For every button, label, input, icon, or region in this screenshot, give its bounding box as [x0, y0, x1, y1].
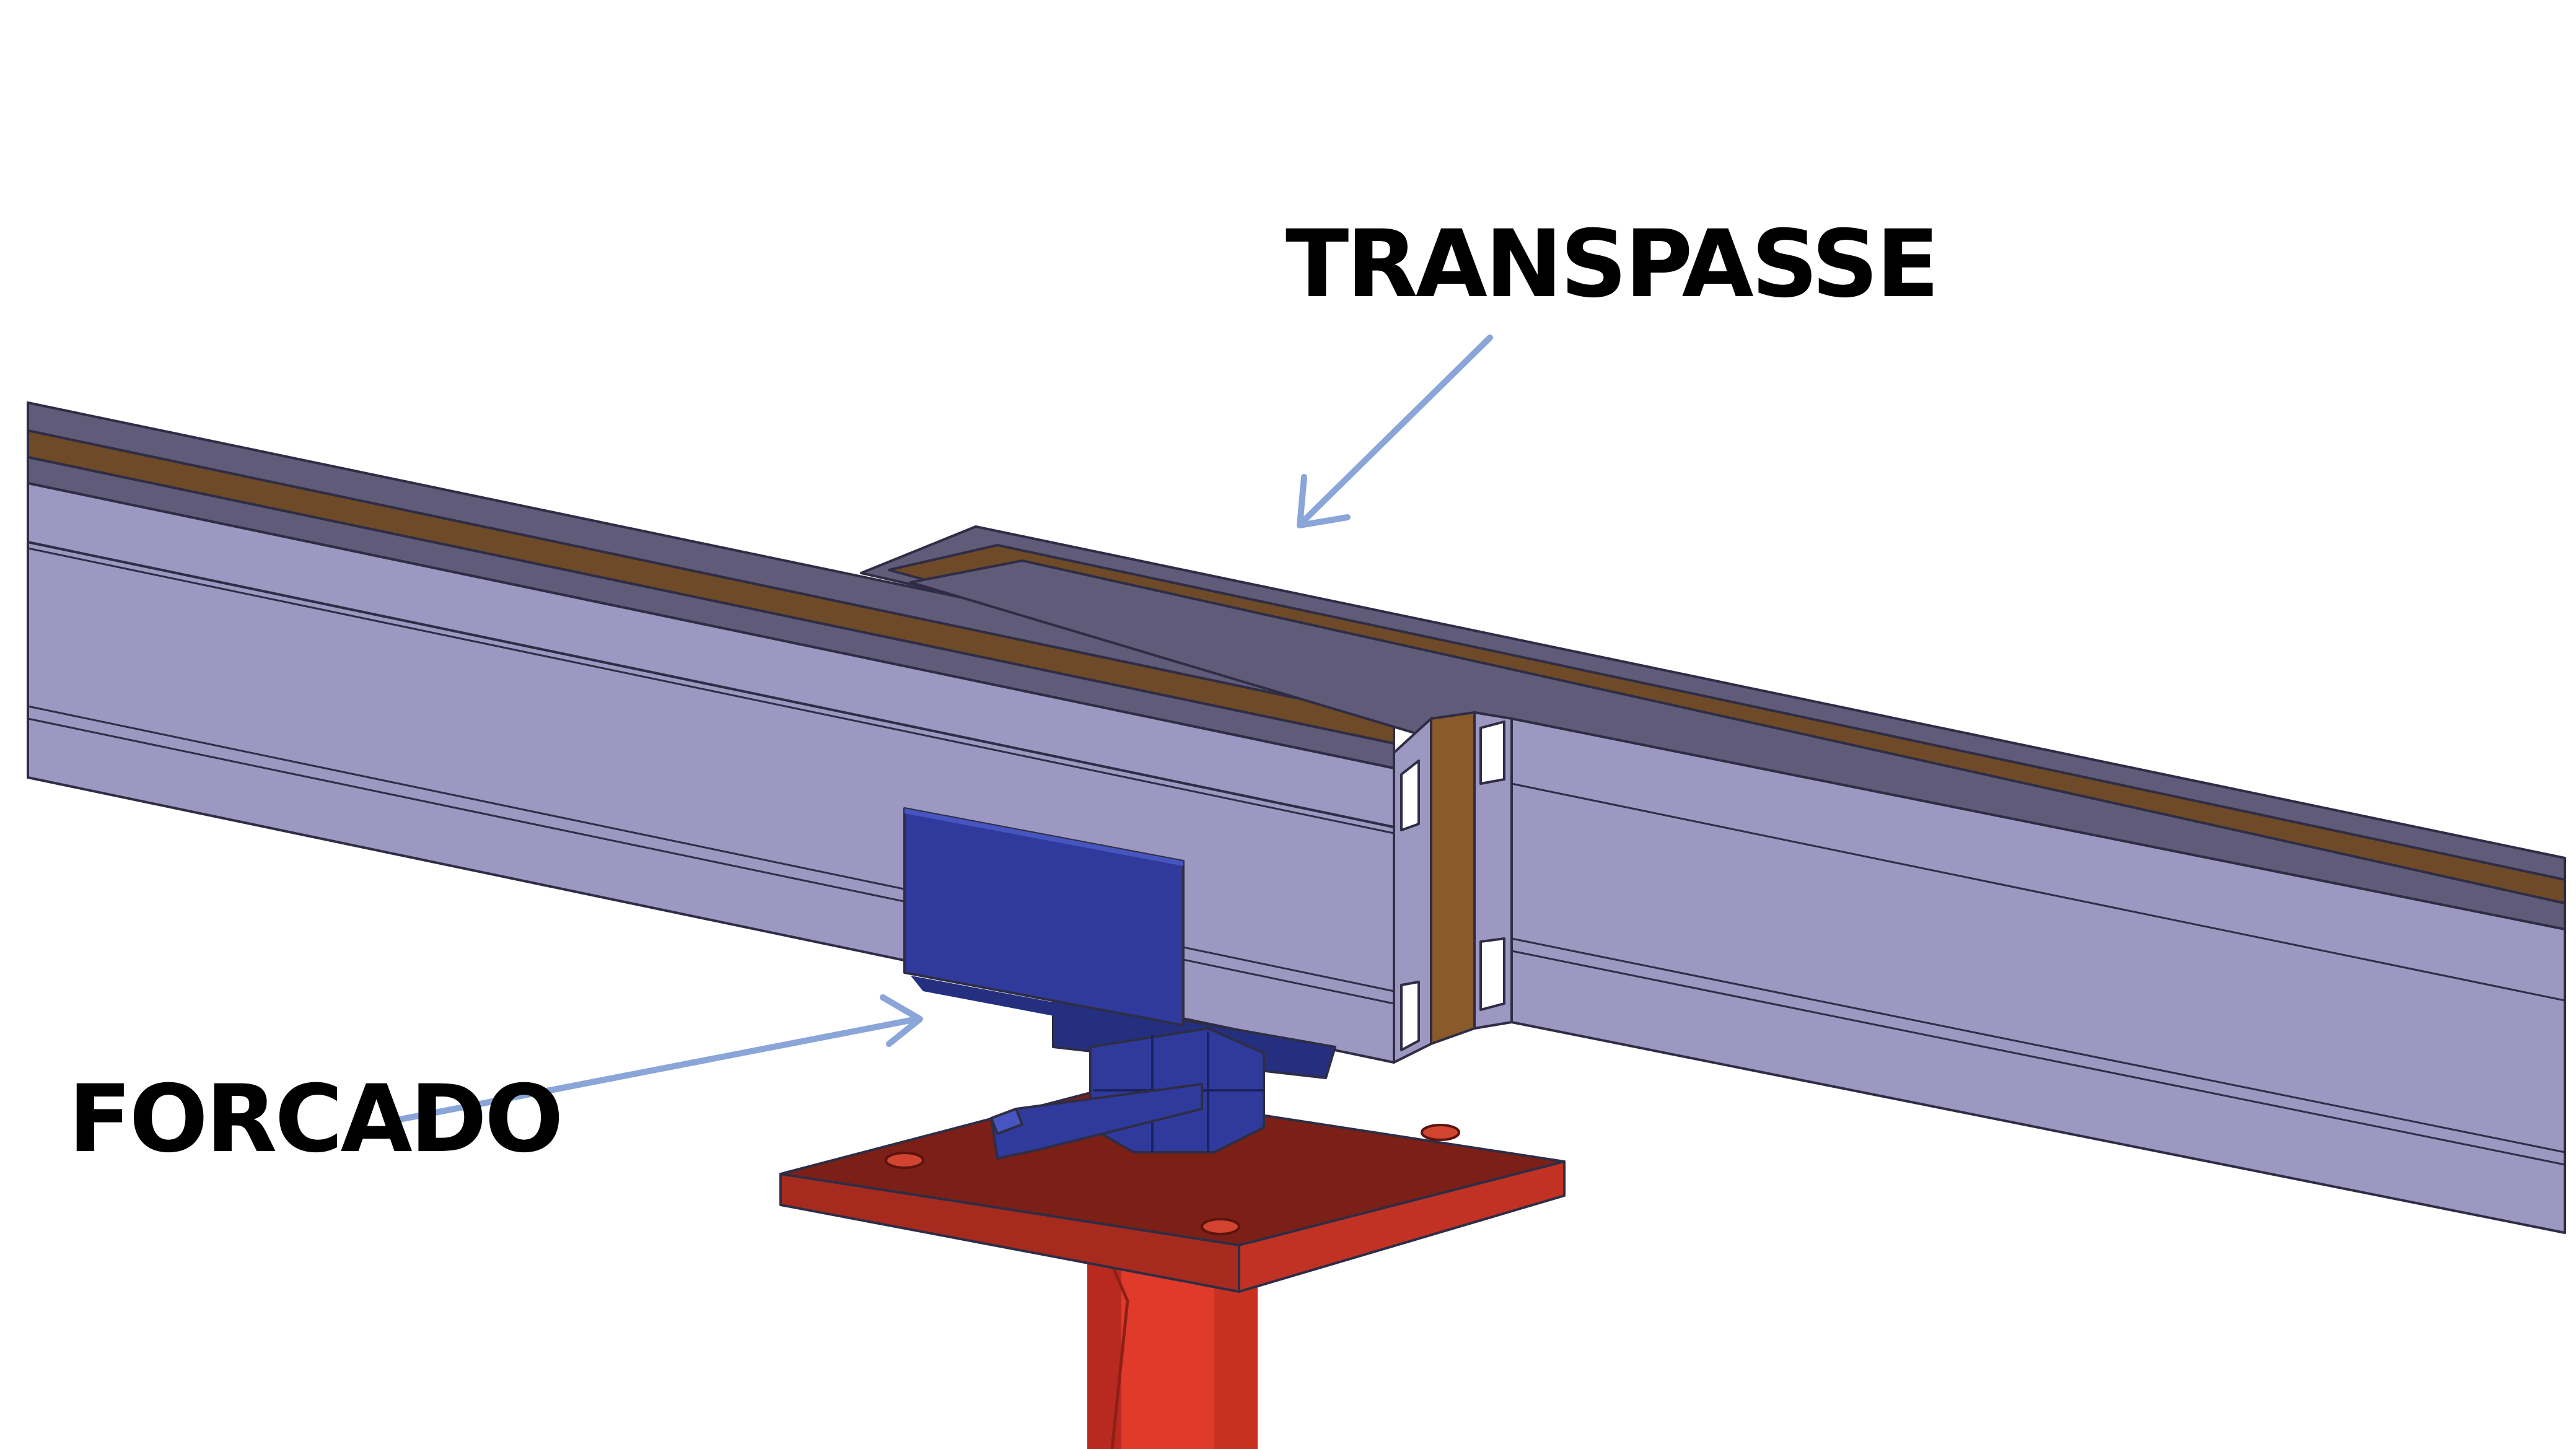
label-forcado: FORCADO: [68, 1066, 561, 1173]
label-transpasse: TRANSPASSE: [1286, 211, 1937, 318]
arrow-transpasse: [1297, 335, 1493, 528]
beam-right: [860, 525, 2566, 1234]
fork-head: [903, 807, 1336, 1160]
beam-left: [27, 401, 1395, 1064]
arrow-forcado: [387, 994, 923, 1124]
base-plate: [779, 1089, 1566, 1293]
beam-joint: [1393, 711, 1513, 1064]
